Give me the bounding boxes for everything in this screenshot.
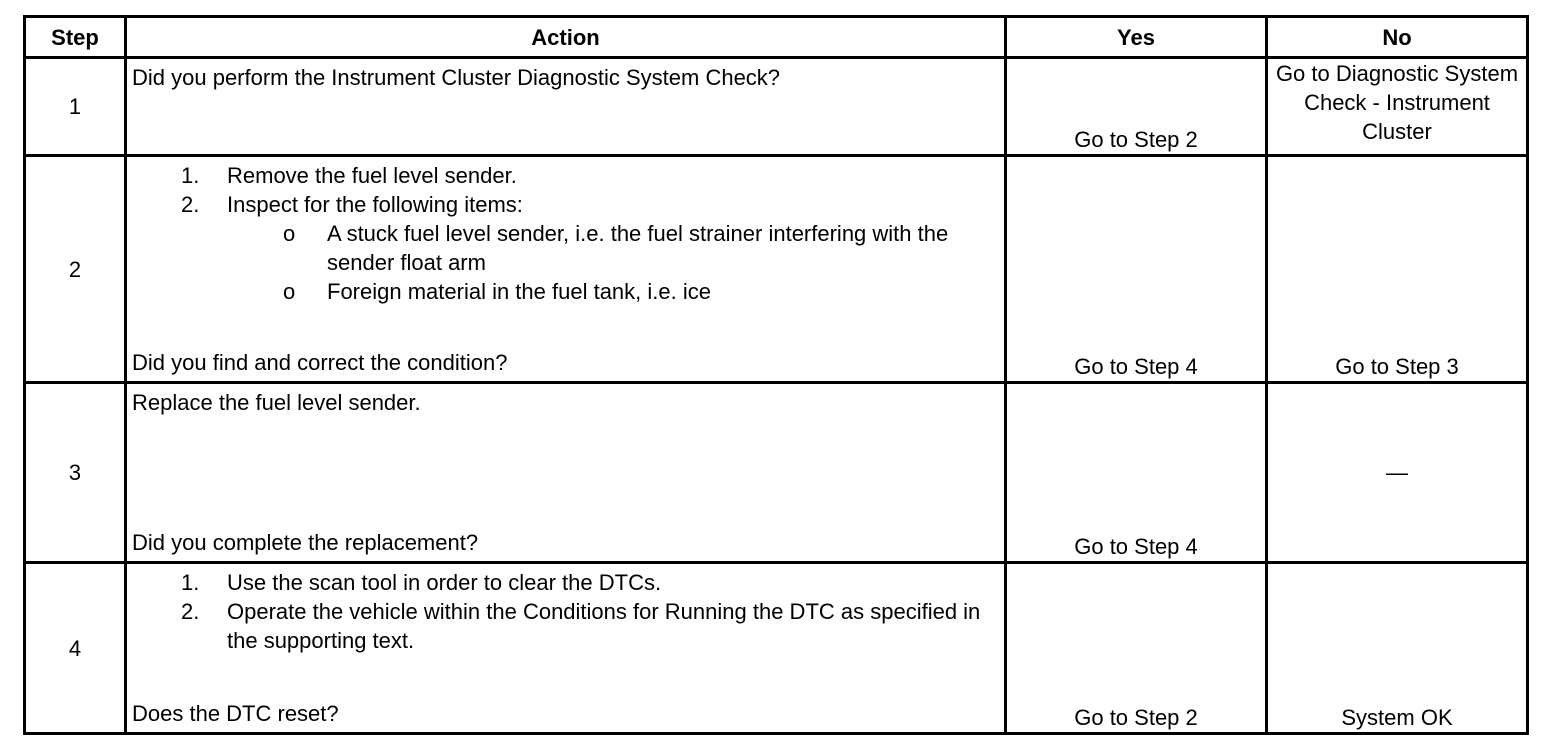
yes-cell: Go to Step 4: [1004, 154, 1268, 384]
yes-cell: Go to Step 2: [1004, 561, 1268, 735]
list-item-number: 1.: [181, 163, 200, 188]
action-cell: 1. Remove the fuel level sender. 2. Insp…: [124, 154, 1007, 384]
sub-list-item-text: A stuck fuel level sender, i.e. the fuel…: [327, 221, 949, 275]
header-row: Step Action Yes No: [23, 15, 1529, 59]
sub-list-item-text: Foreign material in the fuel tank, i.e. …: [327, 279, 711, 304]
header-no: No: [1265, 15, 1529, 59]
yes-cell: Go to Step 2: [1004, 56, 1268, 157]
step-number: 2: [23, 154, 127, 384]
list-item-text: Remove the fuel level sender.: [227, 163, 517, 188]
sub-list-item: o Foreign material in the fuel tank, i.e…: [127, 277, 1004, 306]
action-question: Does the DTC reset?: [132, 701, 339, 726]
step-number: 1: [23, 56, 127, 157]
action-cell: Replace the fuel level sender. Did you c…: [124, 381, 1007, 564]
no-cell: Go to Diagnostic System Check - Instrume…: [1265, 56, 1529, 157]
no-cell: —: [1265, 381, 1529, 564]
list-item-text: Use the scan tool in order to clear the …: [227, 570, 662, 595]
bullet-icon: o: [283, 221, 296, 246]
step-number: 3: [23, 381, 127, 564]
action-steps-list: 1. Remove the fuel level sender. 2. Insp…: [127, 157, 1004, 306]
header-yes: Yes: [1004, 15, 1268, 59]
list-item-text: Operate the vehicle within the Condition…: [227, 599, 981, 653]
list-item: 2. Operate the vehicle within the Condit…: [127, 597, 1004, 655]
step-number: 4: [23, 561, 127, 735]
header-action: Action: [124, 15, 1007, 59]
action-question: Did you complete the replacement?: [132, 530, 479, 555]
list-item-number: 2.: [181, 599, 200, 624]
action-cell: 1. Use the scan tool in order to clear t…: [124, 561, 1007, 735]
diagnostic-table: Step Action Yes No 1 Did you perform the…: [23, 15, 1529, 735]
bullet-icon: o: [283, 279, 296, 304]
no-cell: Go to Step 3: [1265, 154, 1529, 384]
list-item: 1. Use the scan tool in order to clear t…: [127, 568, 1004, 597]
sub-list-item: o A stuck fuel level sender, i.e. the fu…: [127, 219, 1004, 277]
table-row-step-1: 1 Did you perform the Instrument Cluster…: [23, 56, 1529, 157]
table-row-step-3: 3 Replace the fuel level sender. Did you…: [23, 381, 1529, 564]
list-item: 2. Inspect for the following items:: [127, 190, 1004, 219]
list-item-number: 2.: [181, 192, 200, 217]
list-item: 1. Remove the fuel level sender.: [127, 161, 1004, 190]
no-cell: System OK: [1265, 561, 1529, 735]
table-row-step-4: 4 1. Use the scan tool in order to clear…: [23, 561, 1529, 735]
list-item-text: Inspect for the following items:: [227, 192, 523, 217]
action-question: Did you find and correct the condition?: [132, 350, 508, 375]
header-step: Step: [23, 15, 127, 59]
action-text: Did you perform the Instrument Cluster D…: [132, 65, 781, 90]
action-text: Replace the fuel level sender.: [132, 390, 421, 415]
action-steps-list: 1. Use the scan tool in order to clear t…: [127, 564, 1004, 655]
yes-cell: Go to Step 4: [1004, 381, 1268, 564]
table-row-step-2: 2 1. Remove the fuel level sender. 2. In…: [23, 154, 1529, 384]
action-cell: Did you perform the Instrument Cluster D…: [124, 56, 1007, 157]
list-item-number: 1.: [181, 570, 200, 595]
